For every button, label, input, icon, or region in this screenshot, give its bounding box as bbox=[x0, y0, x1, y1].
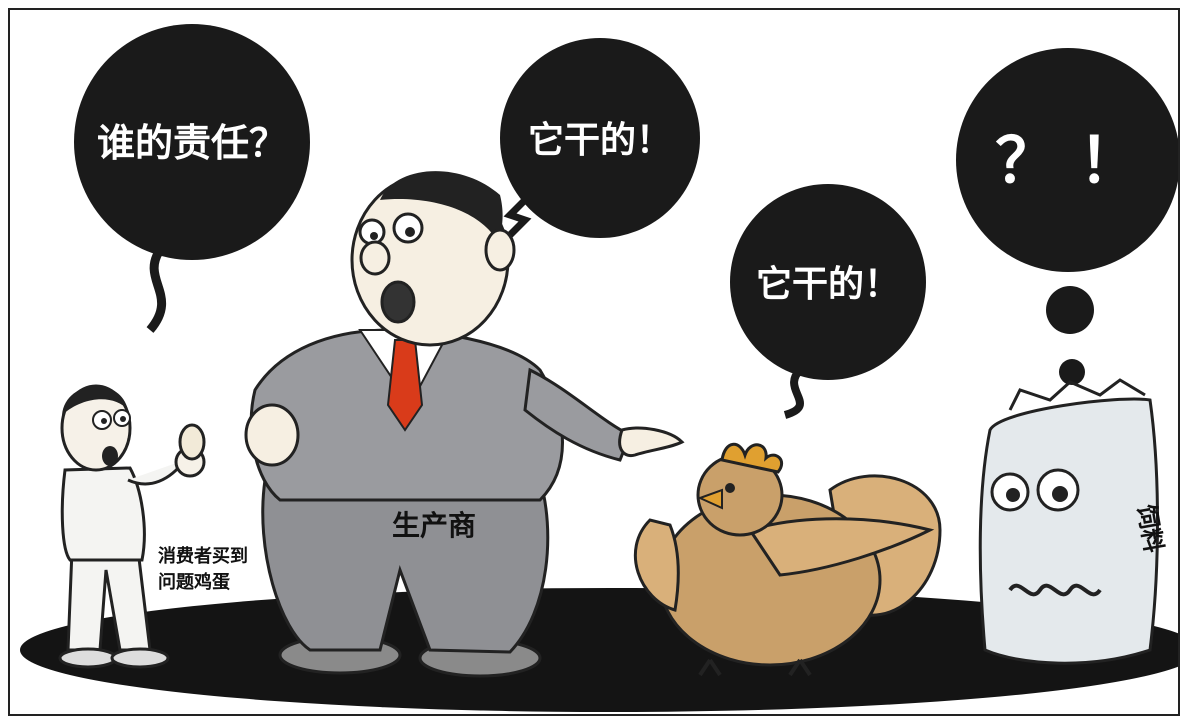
comic-frame: 谁的责任？ 它干的！ 它干的！ ？ ！ 消 bbox=[8, 8, 1180, 716]
consumer-caption-line2: 问题鸡蛋 bbox=[158, 571, 230, 593]
speech-text-producer: 它干的！ bbox=[528, 120, 672, 161]
thought-bubble-feed: ？ ！ bbox=[956, 48, 1178, 385]
comic-illustration: 谁的责任？ 它干的！ 它干的！ ？ ！ 消 bbox=[20, 24, 1178, 712]
consumer-figure bbox=[58, 384, 206, 669]
speech-bubble-consumer: 谁的责任？ bbox=[74, 24, 310, 333]
hen-figure bbox=[633, 442, 942, 677]
egg bbox=[178, 423, 206, 461]
speech-bubble-hen: 它干的！ bbox=[730, 184, 926, 419]
producer-figure bbox=[244, 171, 685, 678]
thought-text-feed: ？ ！ bbox=[995, 124, 1141, 197]
speech-text-hen: 它干的！ bbox=[756, 264, 900, 305]
consumer-caption-line1: 消费者买到 bbox=[158, 545, 248, 567]
speech-text-consumer: 谁的责任？ bbox=[97, 121, 287, 165]
speech-bubble-producer: 它干的！ bbox=[500, 38, 700, 243]
producer-label: 生产商 bbox=[392, 509, 476, 542]
feed-bag-figure bbox=[978, 378, 1159, 665]
